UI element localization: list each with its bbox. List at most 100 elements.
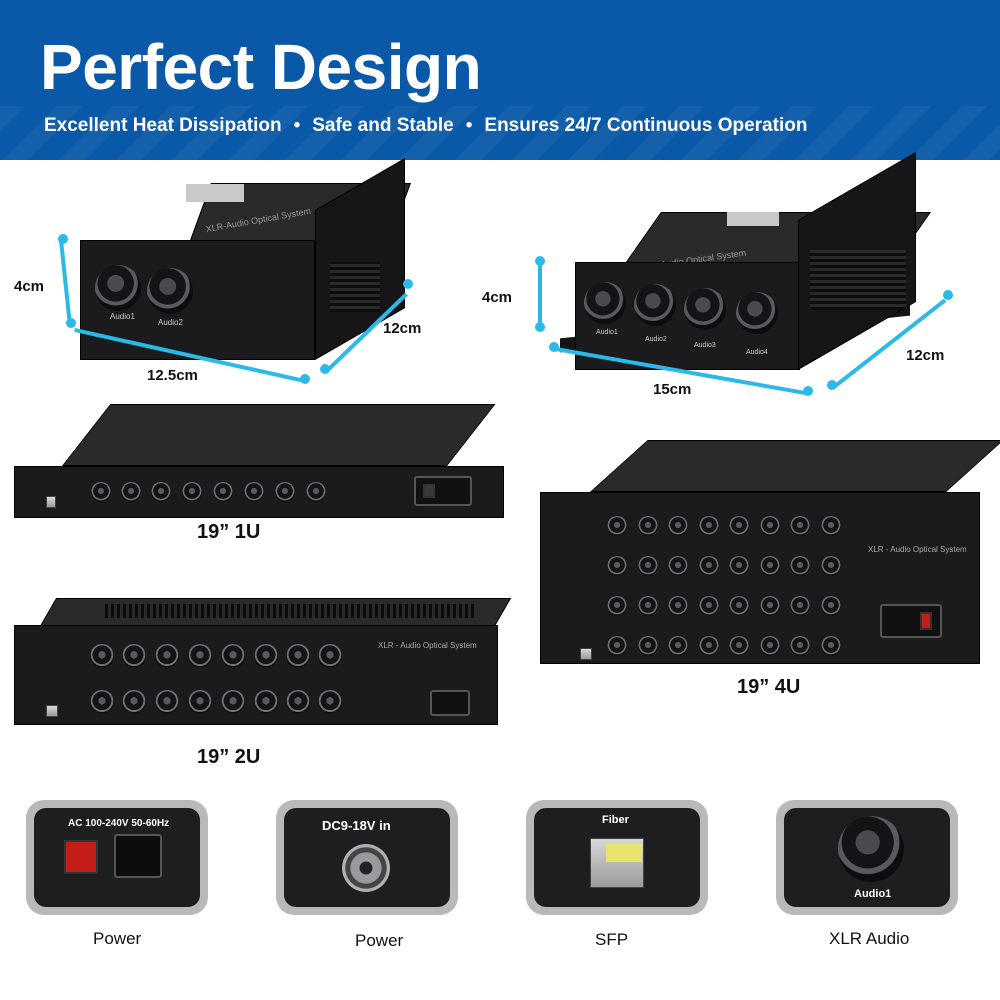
xlr-connector-icon xyxy=(213,482,233,502)
xlr-connector-icon xyxy=(790,556,810,576)
sfp-module-icon xyxy=(46,705,58,717)
dimension-point xyxy=(403,279,413,289)
xlr-connector-icon xyxy=(668,596,688,616)
xlr-connector-icon xyxy=(729,636,749,656)
xlr-connector-icon xyxy=(736,292,778,334)
unit-top xyxy=(62,404,496,466)
dimension-point xyxy=(535,256,545,266)
port-label: Audio1 xyxy=(596,329,618,336)
caption-xlr: XLR Audio xyxy=(829,929,910,948)
xlr-connector-icon xyxy=(244,482,264,502)
xlr-connector-icon xyxy=(759,596,780,616)
model-label: 19” 2U xyxy=(197,746,261,768)
feature-item: Safe and Stable xyxy=(312,115,454,136)
xlr-connector-icon xyxy=(637,556,658,576)
brand-text: XLR - Audio Optical System xyxy=(868,545,967,554)
xlr-connector-icon xyxy=(820,556,841,576)
unit-top xyxy=(590,440,1000,492)
feature-item: Excellent Heat Dissipation xyxy=(44,115,282,136)
xlr-connector-icon xyxy=(221,690,245,714)
dc-jack-icon xyxy=(342,844,390,892)
detail-panel: Audio1 xyxy=(784,808,950,907)
port-label: Audio1 xyxy=(110,312,135,321)
detail-xlr: Audio1 xyxy=(776,800,958,915)
panel-label: DC9-18V in xyxy=(322,818,391,833)
xlr-connector-icon xyxy=(759,516,780,536)
xlr-connector-icon xyxy=(318,690,342,714)
port-label: Audio2 xyxy=(158,318,183,327)
feature-list: Excellent Heat Dissipation • Safe and Stab… xyxy=(44,115,807,137)
xlr-connector-icon xyxy=(286,690,310,714)
power-switch-icon xyxy=(423,484,435,498)
xlr-connector-icon xyxy=(607,596,627,616)
xlr-connector-icon xyxy=(790,636,810,656)
xlr-connector-icon xyxy=(698,516,719,536)
xlr-connector-icon xyxy=(221,644,245,668)
unit-front xyxy=(14,625,498,725)
xlr-connector-icon xyxy=(182,482,202,502)
xlr-connector-icon xyxy=(759,556,780,576)
xlr-connector-icon xyxy=(607,556,627,576)
depth-label: 12cm xyxy=(906,347,945,364)
xlr-connector-icon xyxy=(684,288,726,330)
dimension-point xyxy=(535,322,545,332)
xlr-connector-icon xyxy=(729,596,749,616)
xlr-connector-icon xyxy=(306,482,326,502)
dimension-point xyxy=(66,318,76,328)
banner-pattern xyxy=(0,106,1000,160)
xlr-connector-icon xyxy=(254,644,278,668)
xlr-connector-icon xyxy=(151,482,171,502)
xlr-connector-icon xyxy=(729,516,749,536)
xlr-connector-icon xyxy=(668,636,688,656)
xlr-connector-icon xyxy=(668,516,688,536)
dimension-point xyxy=(320,364,330,374)
xlr-connector-icon xyxy=(634,284,676,326)
power-switch-icon xyxy=(64,840,98,874)
xlr-connector-icon xyxy=(122,644,146,668)
model-label: 19” 4U xyxy=(737,676,801,698)
power-switch-icon xyxy=(920,612,932,630)
xlr-connector-icon xyxy=(90,644,114,668)
xlr-connector-icon xyxy=(637,636,658,656)
port-label: Audio3 xyxy=(694,342,716,349)
xlr-connector-icon xyxy=(838,816,904,882)
port-label: Audio4 xyxy=(746,349,768,356)
xlr-connector-icon xyxy=(188,690,212,714)
caption-dc-power: Power xyxy=(355,931,404,950)
xlr-connector-icon xyxy=(91,482,111,502)
dimension-line xyxy=(538,262,542,326)
sfp-module-icon xyxy=(580,648,592,660)
port-label: Audio2 xyxy=(645,336,667,343)
panel-label: Fiber xyxy=(602,814,629,826)
height-label: 4cm xyxy=(482,289,513,306)
brand-text: XLR - Audio Optical System xyxy=(378,641,477,650)
ac-power-inlet-icon xyxy=(114,834,162,878)
xlr-connector-icon xyxy=(155,690,179,714)
panel-label: AC 100-240V 50-60Hz xyxy=(68,818,170,829)
sfp-latch xyxy=(606,844,642,862)
width-label: 15cm xyxy=(653,381,692,398)
height-label: 4cm xyxy=(14,278,45,295)
xlr-connector-icon xyxy=(637,596,658,616)
panel-label: Audio1 xyxy=(854,888,892,900)
side-vent xyxy=(330,262,380,312)
dimension-point xyxy=(58,234,68,244)
xlr-connector-icon xyxy=(698,636,719,656)
xlr-connector-icon xyxy=(584,282,626,324)
xlr-connector-icon xyxy=(95,265,141,311)
ac-power-inlet-icon xyxy=(880,604,942,638)
xlr-connector-icon xyxy=(607,516,627,536)
xlr-connector-icon xyxy=(698,596,719,616)
feature-item: Ensures 24/7 Continuous Operation xyxy=(484,115,808,136)
xlr-connector-icon xyxy=(668,556,688,576)
dimension-line xyxy=(59,240,72,325)
xlr-connector-icon xyxy=(275,482,295,502)
xlr-connector-icon xyxy=(254,690,278,714)
dimension-point xyxy=(300,374,310,384)
separator: • xyxy=(465,115,473,136)
xlr-connector-icon xyxy=(729,556,749,576)
side-vent xyxy=(810,250,906,310)
xlr-connector-icon xyxy=(286,644,310,668)
page-title: Perfect Design xyxy=(40,31,482,103)
model-label: 19” 1U xyxy=(197,521,261,543)
